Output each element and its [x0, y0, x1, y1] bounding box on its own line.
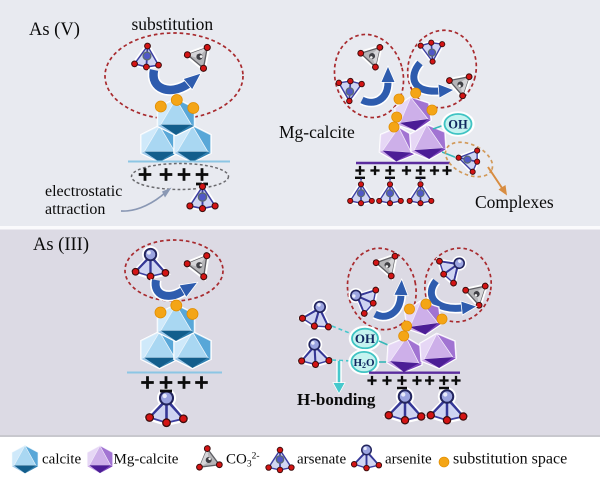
- svg-text:OH: OH: [355, 331, 375, 346]
- svg-text:H-bonding: H-bonding: [297, 390, 376, 409]
- svg-text:substitution: substitution: [132, 14, 214, 34]
- svg-text:CO32-: CO32-: [226, 451, 260, 470]
- svg-text:arsenite: arsenite: [385, 452, 432, 468]
- svg-text:electrostatic: electrostatic: [45, 183, 122, 200]
- svg-text:substitution space: substitution space: [453, 451, 567, 468]
- svg-text:arsenate: arsenate: [297, 452, 346, 468]
- svg-text:Mg-calcite: Mg-calcite: [114, 452, 179, 468]
- svg-text:Mg-calcite: Mg-calcite: [279, 122, 355, 142]
- svg-text:As (III): As (III): [33, 235, 89, 255]
- svg-text:Complexes: Complexes: [475, 192, 554, 212]
- svg-text:attraction: attraction: [45, 201, 105, 218]
- svg-text:OH: OH: [448, 118, 468, 132]
- svg-text:H2O: H2O: [353, 357, 375, 370]
- svg-text:calcite: calcite: [42, 452, 81, 468]
- svg-text:As (V): As (V): [29, 20, 80, 40]
